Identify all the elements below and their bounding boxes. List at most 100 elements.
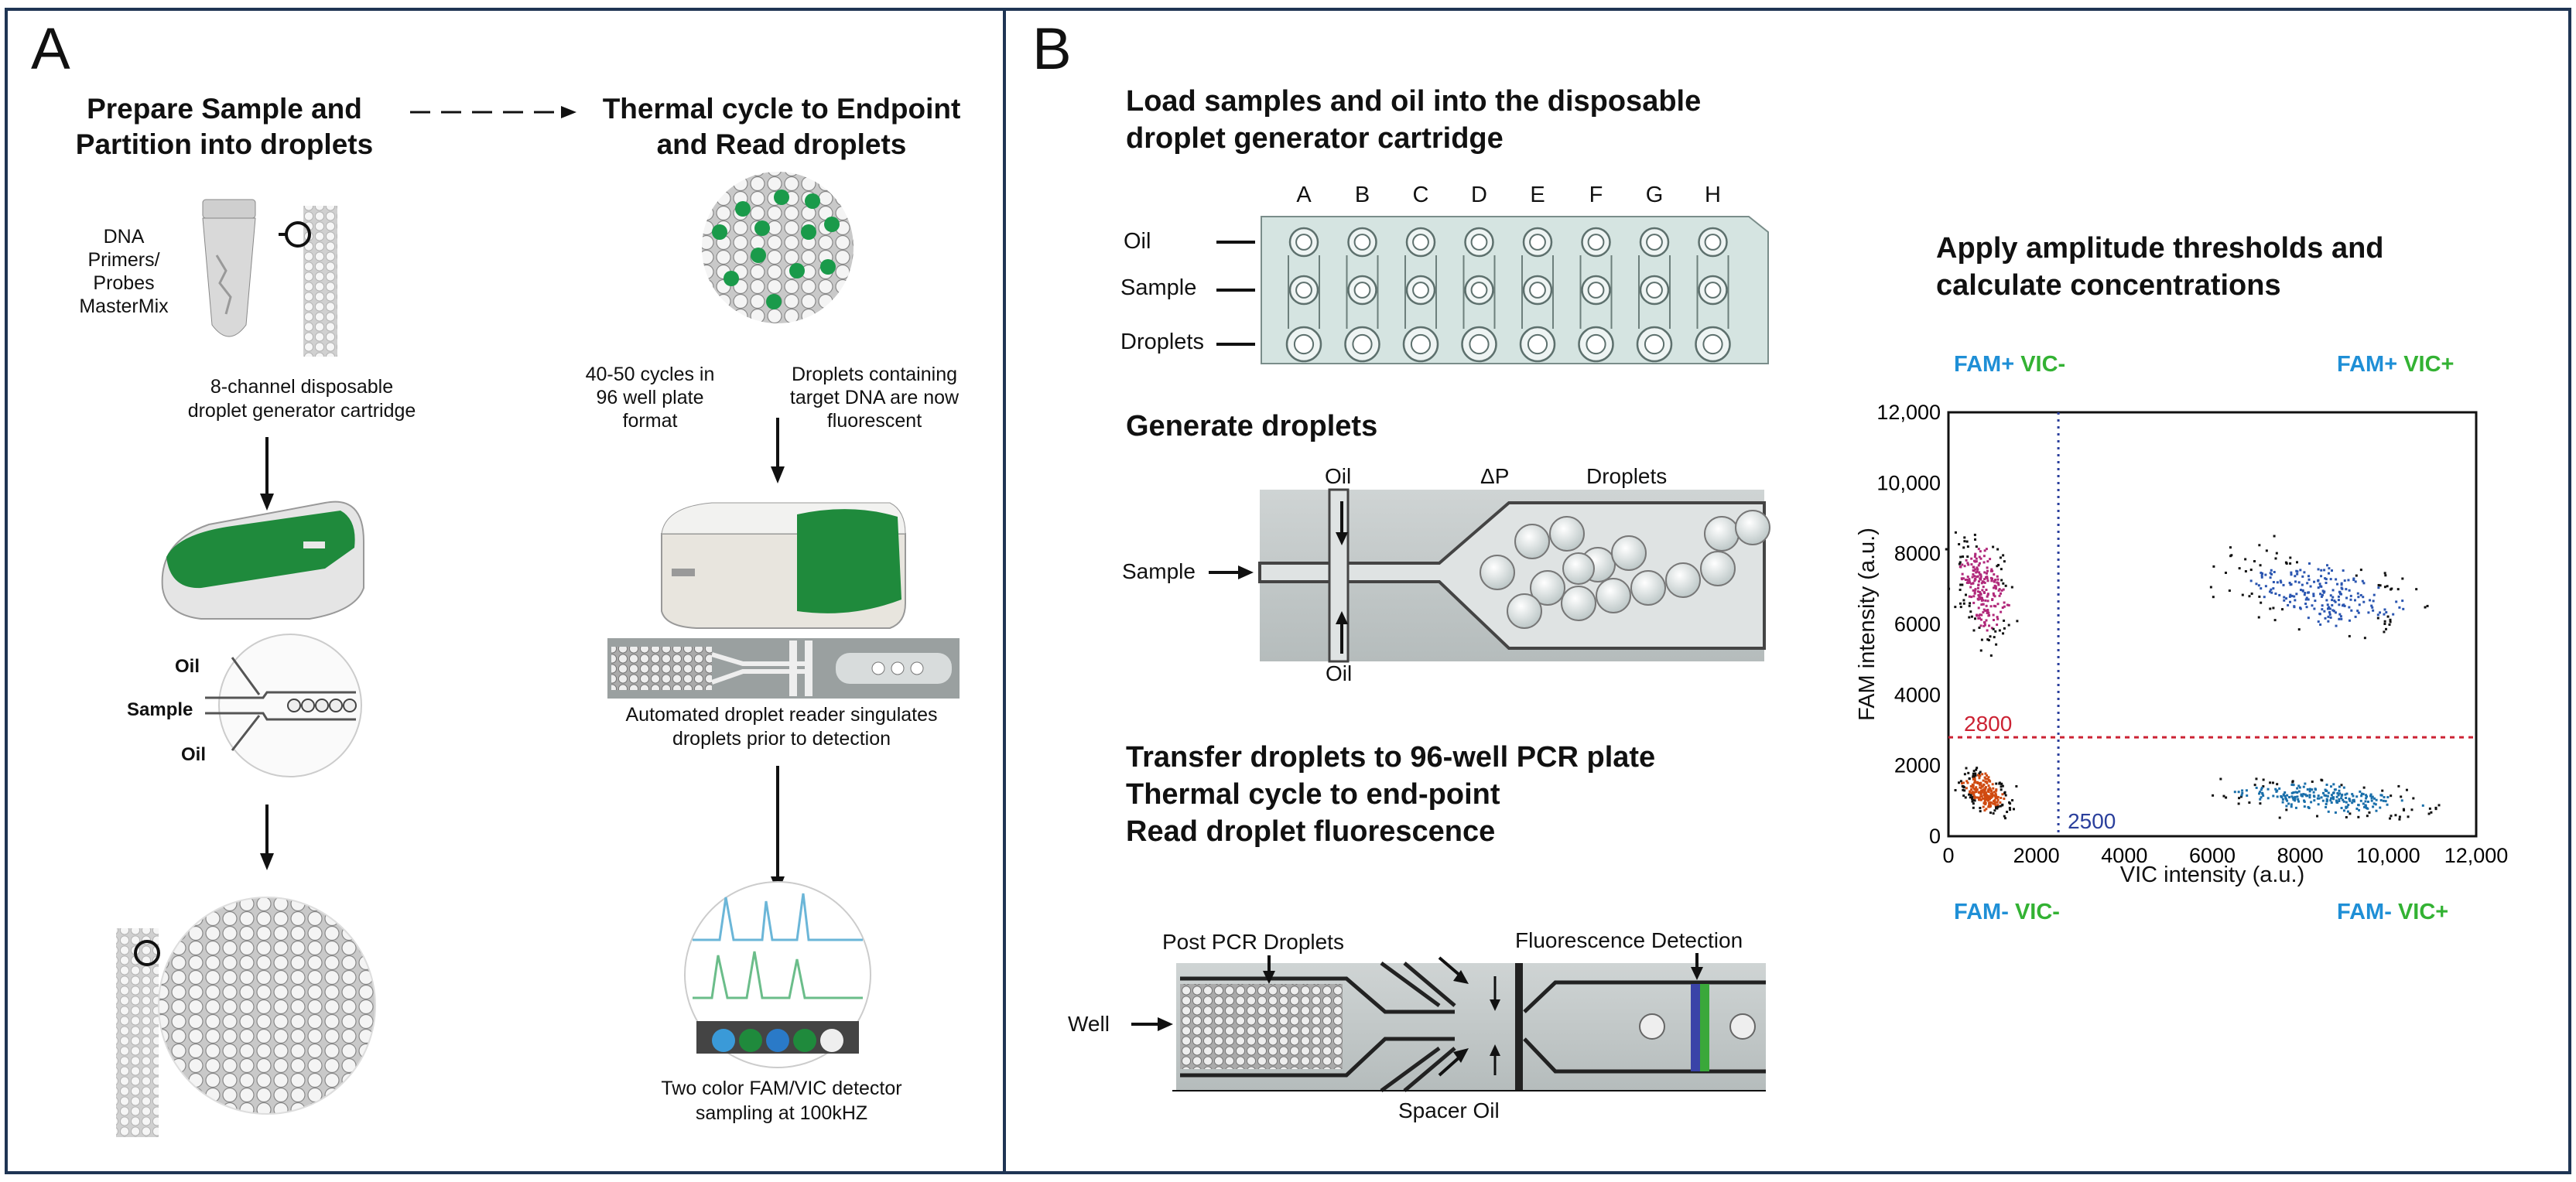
droplet-point [2320,796,2323,799]
droplet-point [2276,581,2279,584]
droplet-point [2327,791,2330,794]
droplet-point [2238,797,2241,800]
cartridge-channel [1346,255,1379,329]
droplet-point [2244,570,2247,573]
droplet-point [1999,556,2002,559]
droplet-point [2294,575,2297,578]
droplet-point [2008,801,2011,804]
droplet-point [1997,589,2000,592]
droplet-point [2340,583,2343,586]
droplet-point [2364,804,2367,807]
droplet-point [2403,808,2406,811]
droplet-point [2278,816,2281,819]
droplet-point [1972,601,1976,604]
droplet-point [2288,796,2291,799]
droplet-point [2434,808,2437,811]
droplet-point [1954,789,1957,792]
droplet-point [2372,609,2375,612]
cartridge-column-e: E [1530,183,1545,207]
step2-title-line2: and Read droplets [656,128,907,160]
droplet-point [1959,588,1962,591]
droplet-point [2345,792,2349,795]
droplet-point [2304,592,2307,595]
droplet-point [2358,808,2361,811]
droplet-point [2285,597,2288,600]
droplet-point [2348,619,2351,622]
droplet-point [1961,572,1964,576]
droplet-point [2369,794,2372,798]
junction-sample: Sample [127,699,193,720]
droplet-point [2344,793,2347,796]
droplet-point [2355,808,2359,811]
droplet-point [2383,608,2386,611]
droplet-point [1989,794,1993,798]
droplet-reading-chip [1131,953,1766,1093]
droplet-point [1973,589,1976,592]
droplet-point [2338,799,2341,802]
droplet-point [2323,569,2326,572]
droplet-point [1979,618,1982,621]
droplet-point [2002,582,2005,585]
droplet-point [2316,815,2319,818]
droplet-point [2289,556,2292,559]
droplet-point [2007,603,2010,606]
droplet-point [2357,815,2360,818]
droplet-point [2003,605,2006,608]
droplet-point [2264,573,2267,576]
droplet-point [2015,785,2018,788]
cartridge-well-inner [1704,234,1722,251]
droplet-point [2001,784,2004,787]
droplet-point [1962,794,1965,798]
droplet-point [2008,807,2011,810]
droplet-point [2305,606,2308,609]
droplet-point [2398,818,2401,821]
droplet-point [2270,591,2273,594]
droplet-point [2338,785,2341,788]
droplet-point [2412,797,2415,800]
droplet-point [1959,555,1962,559]
droplet-point [1974,588,1977,591]
droplet-point [2395,600,2398,603]
droplet-point [1983,578,1986,581]
reader-channel [607,638,960,699]
droplet-point [2342,604,2345,607]
droplet-point [1993,573,1996,576]
droplet-point [2338,591,2342,594]
droplet-point [2274,557,2277,560]
droplet-point [2342,569,2345,572]
droplet-point [1986,579,1989,582]
droplet-point [2265,549,2268,552]
droplet-cluster [1954,767,2018,820]
droplet-point [1969,586,1972,589]
cycles-text-2: 96 well plate [596,387,704,408]
droplet-point [1997,563,2000,566]
droplet-point [2365,807,2368,810]
droplet-point [2338,603,2341,606]
droplet-point [1968,777,1971,781]
droplet-point [2320,585,2323,588]
cycles-text-3: format [622,410,678,432]
droplet-point [1969,794,1972,797]
droplet-point [2373,797,2376,800]
droplet-point [2345,797,2348,800]
droplet-point [1983,798,1986,801]
droplet-point [1984,609,1987,612]
droplet-point [1976,566,1979,569]
droplet-point [1972,770,1976,773]
droplet-point [1980,638,1983,641]
droplet-point [1974,568,1977,571]
droplet-point [1967,563,1970,566]
droplet-generation-chip [1258,488,1770,663]
droplet-point [2390,794,2393,798]
droplet-point [1987,788,1990,791]
droplet-point [1972,565,1975,569]
droplet-point [2332,783,2335,786]
droplet-point [2325,798,2328,801]
droplet-point [2367,611,2370,614]
droplet-point [2228,589,2231,593]
droplet-point [2334,600,2337,603]
droplet-point [2358,603,2361,606]
droplet-point [2314,600,2317,603]
droplet-point [1979,649,1982,652]
y-tick-label: 4000 [1894,683,1941,706]
